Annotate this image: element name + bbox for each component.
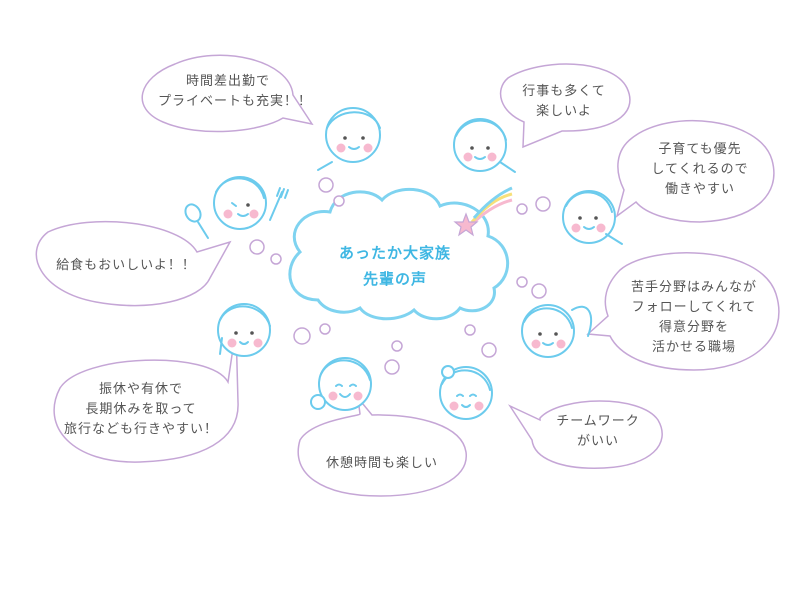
- face-left-lunch: [213, 176, 267, 230]
- face-right-childcare: [562, 190, 623, 245]
- face-top-right: [453, 118, 516, 173]
- voice-line: 苦手分野はみんなが: [630, 280, 757, 295]
- thought-circles: [249, 177, 551, 375]
- voice-line: がいい: [576, 434, 619, 449]
- faces: [184, 107, 623, 420]
- voice-line: 長期休みを取って: [85, 402, 197, 417]
- voice-line: 働きやすい: [664, 182, 735, 197]
- voice-line: 子育ても優先: [658, 142, 742, 157]
- voice-line: プライベートも充実！！: [158, 94, 313, 109]
- bubble-break: [297, 395, 467, 497]
- title-line-1: あったか大家族: [338, 244, 451, 262]
- voice-line: 得意分野を: [658, 320, 729, 335]
- title-line-2: 先輩の声: [362, 270, 427, 288]
- voice-support: 苦手分野はみんなが フォローしてくれて 得意分野を 活かせる職場: [616, 278, 772, 358]
- face-right-support: [521, 304, 593, 358]
- voice-holidays: 振休や有休で 長期休みを取って 旅行なども行きやすい！: [52, 380, 230, 440]
- voice-time-shift: 時間差出勤で プライベートも充実！！: [158, 72, 313, 112]
- bubble-support: [586, 252, 780, 371]
- face-bottom-break: [310, 357, 372, 411]
- voice-line: 旅行なども行きやすい！: [63, 422, 218, 437]
- central-cloud: [288, 187, 510, 321]
- star-icon: [453, 186, 513, 237]
- speech-bubbles: [35, 54, 780, 497]
- bubble-events: [499, 63, 631, 149]
- face-top-left: [317, 107, 381, 171]
- voice-events: 行事も多くて 楽しいよ: [510, 82, 618, 122]
- voice-lunch: 給食もおいしいよ！！: [52, 256, 200, 276]
- voice-line: チームワーク: [556, 414, 640, 429]
- bubble-teamwork: [507, 400, 663, 469]
- bubble-childcare: [615, 120, 775, 223]
- face-bottom-teamwork: [439, 365, 493, 420]
- bubble-time-shift: [141, 54, 314, 133]
- voice-line: 楽しいよ: [536, 104, 592, 119]
- voice-line: 休憩時間も楽しい: [325, 456, 438, 471]
- face-left-holidays: [217, 303, 271, 357]
- voice-line: 給食もおいしいよ！！: [56, 258, 196, 273]
- voice-teamwork: チームワーク がいい: [546, 412, 650, 452]
- bubble-lunch: [35, 220, 232, 307]
- voice-line: 時間差出勤で: [185, 74, 270, 89]
- bubble-holidays: [53, 327, 239, 463]
- voice-childcare: 子育ても優先 してくれるので 働きやすい: [640, 140, 760, 200]
- voice-line: してくれるので: [651, 162, 749, 177]
- fork-icon: [269, 187, 289, 221]
- title: あったか大家族 先輩の声: [330, 240, 460, 292]
- voice-line: フォローしてくれて: [631, 300, 757, 315]
- voice-line: 振休や有休で: [98, 382, 183, 397]
- voice-line: 活かせる職場: [651, 340, 736, 355]
- voice-break: 休憩時間も楽しい: [304, 454, 460, 474]
- voice-line: 行事も多くて: [522, 84, 606, 99]
- spoon-icon: [184, 203, 209, 239]
